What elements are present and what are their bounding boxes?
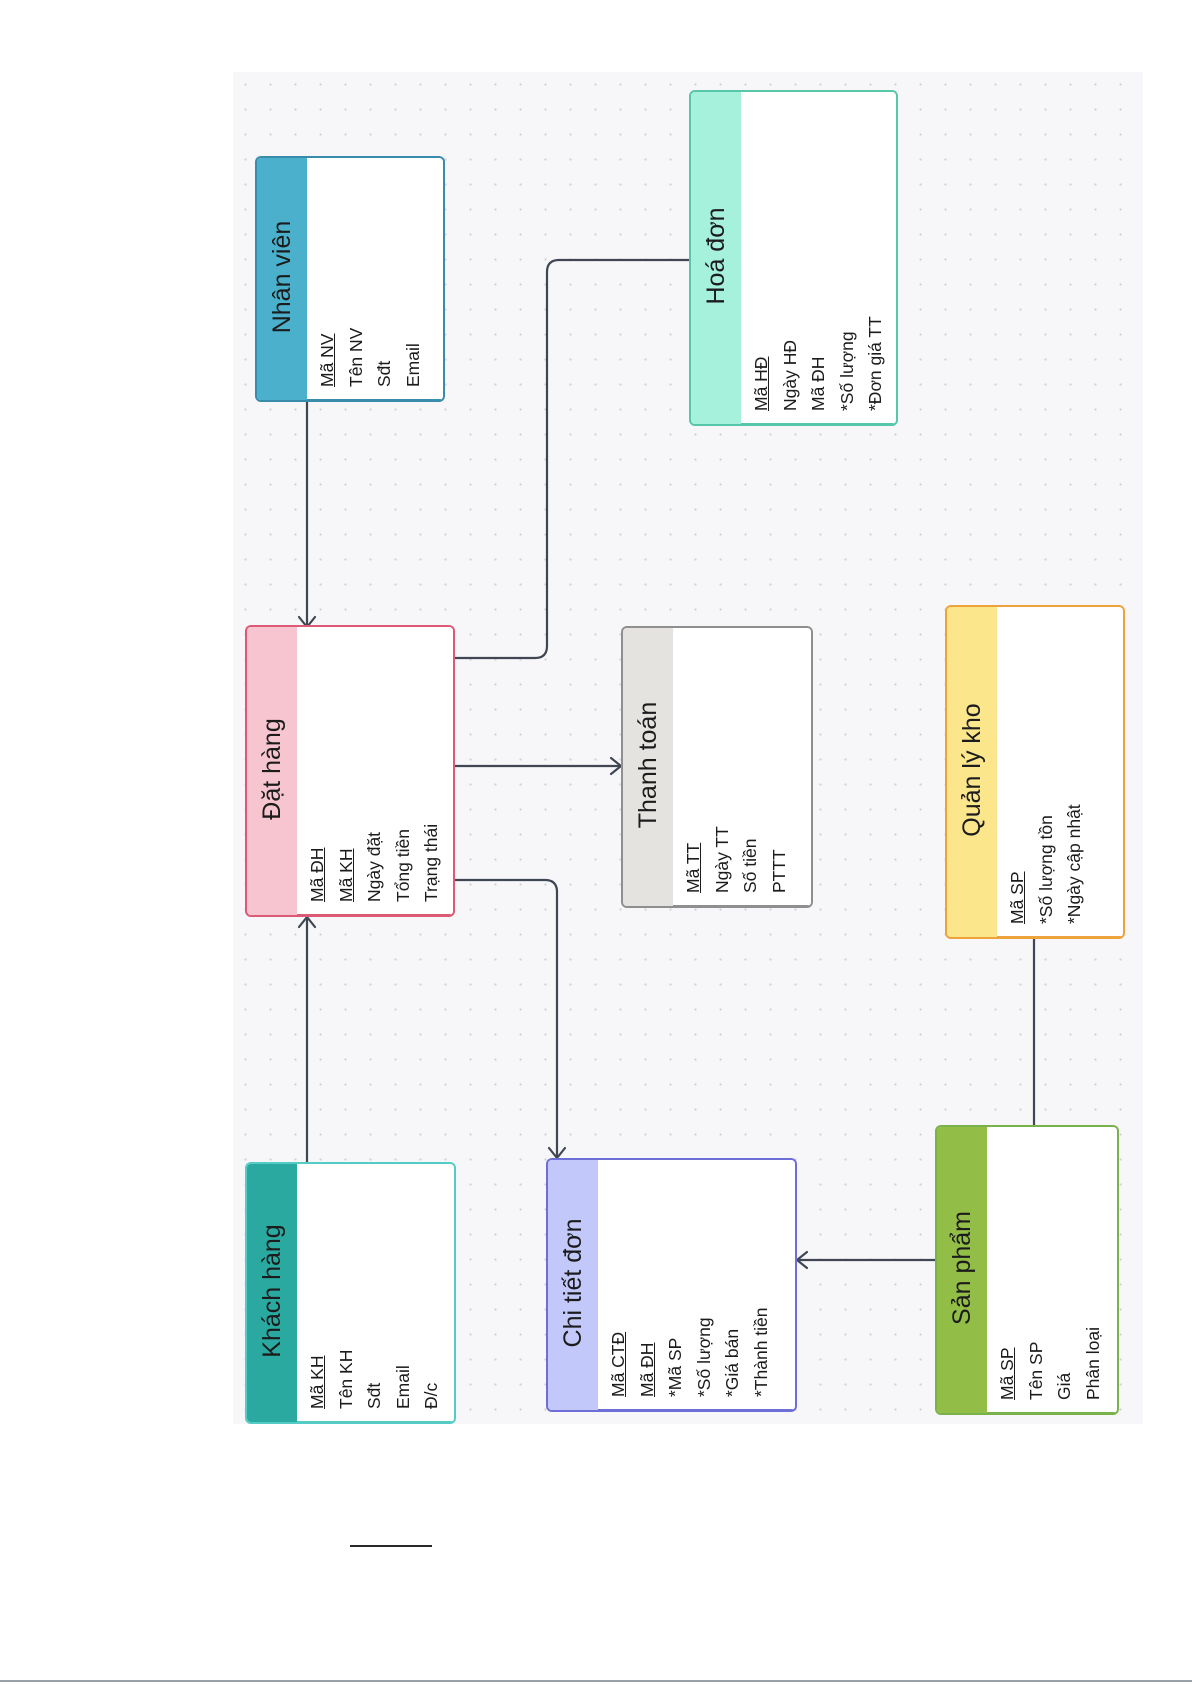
attribute-row: Đ/c — [421, 1382, 441, 1409]
attribute-row: Tên NV — [345, 327, 366, 387]
rel-dat-hang-hoa-don — [453, 258, 691, 660]
attribute-row: Sđt — [374, 360, 394, 387]
attribute-row: Mã CTĐ — [608, 1331, 628, 1397]
entity-nhan-vien-header: Nhân viên — [257, 158, 307, 400]
attribute-row: Tên SP — [1025, 1341, 1046, 1400]
attribute-row: Ngày HĐ — [779, 340, 800, 411]
attribute-row: Email — [402, 343, 423, 387]
attribute-row: *Giá bán — [722, 1328, 742, 1397]
attribute-row: Mã HĐ — [751, 356, 771, 411]
entity-hoa-don-attributes: Mã HĐ Ngày HĐ Mã ĐH *Số lượng *Đơn giá TT — [741, 92, 896, 424]
entity-thanh-toan-attributes: Mã TT Ngày TT Số tiền PTTT — [673, 628, 811, 906]
signature-line — [350, 1545, 432, 1547]
entity-hoa-don[interactable]: Hoá đơn Mã HĐ Ngày HĐ Mã ĐH *Số lượng *Đơn g… — [689, 90, 898, 426]
crowfoot-chi-tiet-don-side — [795, 1250, 809, 1270]
attribute-row: Mã KH — [335, 848, 356, 902]
entity-dat-hang-attributes: Mã ĐH Mã KH Ngày đặt Tổng tiền Trạng thái — [297, 627, 453, 915]
entity-title: Đặt hàng — [257, 718, 286, 820]
relationship-lines — [297, 258, 1036, 1270]
attribute-row: *Ngày cập nhật — [1064, 804, 1084, 924]
entity-title: Hoá đơn — [701, 207, 730, 305]
entity-title: Sản phẩm — [947, 1211, 976, 1325]
entity-khach-hang[interactable]: Khách hàng Mã KH Tên KH Sđt Email Đ/c — [245, 1162, 456, 1424]
attribute-row: *Số lượng — [836, 331, 857, 411]
attribute-row: Mã TT — [683, 842, 703, 893]
entity-title: Quản lý kho — [957, 703, 986, 837]
crowfoot-dat-hang-bottom — [297, 915, 317, 929]
attribute-row: Tên KH — [335, 1349, 356, 1409]
entity-chi-tiet-don-header: Chi tiết đơn — [548, 1160, 598, 1410]
attribute-row: Giá — [1054, 1372, 1074, 1400]
entity-san-pham-header: Sản phẩm — [937, 1127, 987, 1413]
attribute-row: *Thành tiền — [750, 1307, 771, 1397]
entity-title: Nhân viên — [267, 220, 296, 334]
attribute-row: Mã ĐH — [307, 847, 327, 902]
attribute-row: Trạng thái — [421, 823, 441, 902]
attribute-row: Mã SP — [1007, 871, 1027, 924]
attribute-row: *Đơn giá TT — [865, 316, 885, 411]
rel-dat-hang-chi-tiet-don — [453, 878, 559, 1160]
attribute-row: Phân loại — [1082, 1327, 1103, 1400]
attribute-row: Sđt — [364, 1382, 384, 1409]
entity-khach-hang-attributes: Mã KH Tên KH Sđt Email Đ/c — [297, 1164, 454, 1422]
attribute-row: Mã ĐH — [808, 356, 828, 411]
attribute-row: Ngày đặt — [364, 831, 384, 902]
entity-hoa-don-header: Hoá đơn — [691, 92, 741, 424]
attribute-row: *Số lượng tồn — [1035, 815, 1056, 924]
entity-dat-hang[interactable]: Đặt hàng Mã ĐH Mã KH Ngày đặt Tổng tiền Trạn… — [245, 625, 455, 917]
entity-quan-ly-kho[interactable]: Quản lý kho Mã SP *Số lượng tồn *Ngày cập … — [945, 605, 1125, 939]
attribute-row: Số tiền — [740, 838, 760, 893]
attribute-row: Email — [392, 1365, 413, 1409]
entity-thanh-toan[interactable]: Thanh toán Mã TT Ngày TT Số tiền PTTT — [621, 626, 813, 908]
attribute-row: Tổng tiền — [392, 829, 413, 902]
attribute-row: Mã SP — [997, 1347, 1017, 1400]
attribute-row: Ngày TT — [711, 826, 732, 893]
entity-chi-tiet-don[interactable]: Chi tiết đơn Mã CTĐ Mã ĐH *Mã SP *Số lượng *… — [546, 1158, 797, 1412]
attribute-row: PTTT — [768, 849, 789, 893]
page-footer-rule — [0, 1680, 1192, 1682]
entity-title: Chi tiết đơn — [558, 1218, 587, 1348]
entity-title: Thanh toán — [633, 701, 662, 829]
entity-quan-ly-kho-attributes: Mã SP *Số lượng tồn *Ngày cập nhật — [997, 607, 1123, 937]
entity-khach-hang-header: Khách hàng — [247, 1164, 297, 1422]
entity-san-pham[interactable]: Sản phẩm Mã SP Tên SP Giá Phân loại — [935, 1125, 1119, 1415]
entity-quan-ly-kho-header: Quản lý kho — [947, 607, 997, 937]
entity-thanh-toan-header: Thanh toán — [623, 628, 673, 906]
entity-title: Khách hàng — [257, 1224, 286, 1358]
entity-chi-tiet-don-attributes: Mã CTĐ Mã ĐH *Mã SP *Số lượng *Giá bán *Thành… — [598, 1160, 795, 1410]
attribute-row: *Số lượng — [693, 1317, 714, 1397]
entity-nhan-vien[interactable]: Nhân viên Mã NV Tên NV Sđt Email — [255, 156, 445, 402]
attribute-row: Mã NV — [317, 333, 337, 387]
attribute-row: Mã ĐH — [636, 1342, 657, 1397]
entity-dat-hang-header: Đặt hàng — [247, 627, 297, 915]
entity-san-pham-attributes: Mã SP Tên SP Giá Phân loại — [987, 1127, 1117, 1413]
attribute-row: Mã KH — [307, 1355, 327, 1409]
entity-nhan-vien-attributes: Mã NV Tên NV Sđt Email — [307, 158, 443, 400]
attribute-row: *Mã SP — [665, 1337, 685, 1397]
